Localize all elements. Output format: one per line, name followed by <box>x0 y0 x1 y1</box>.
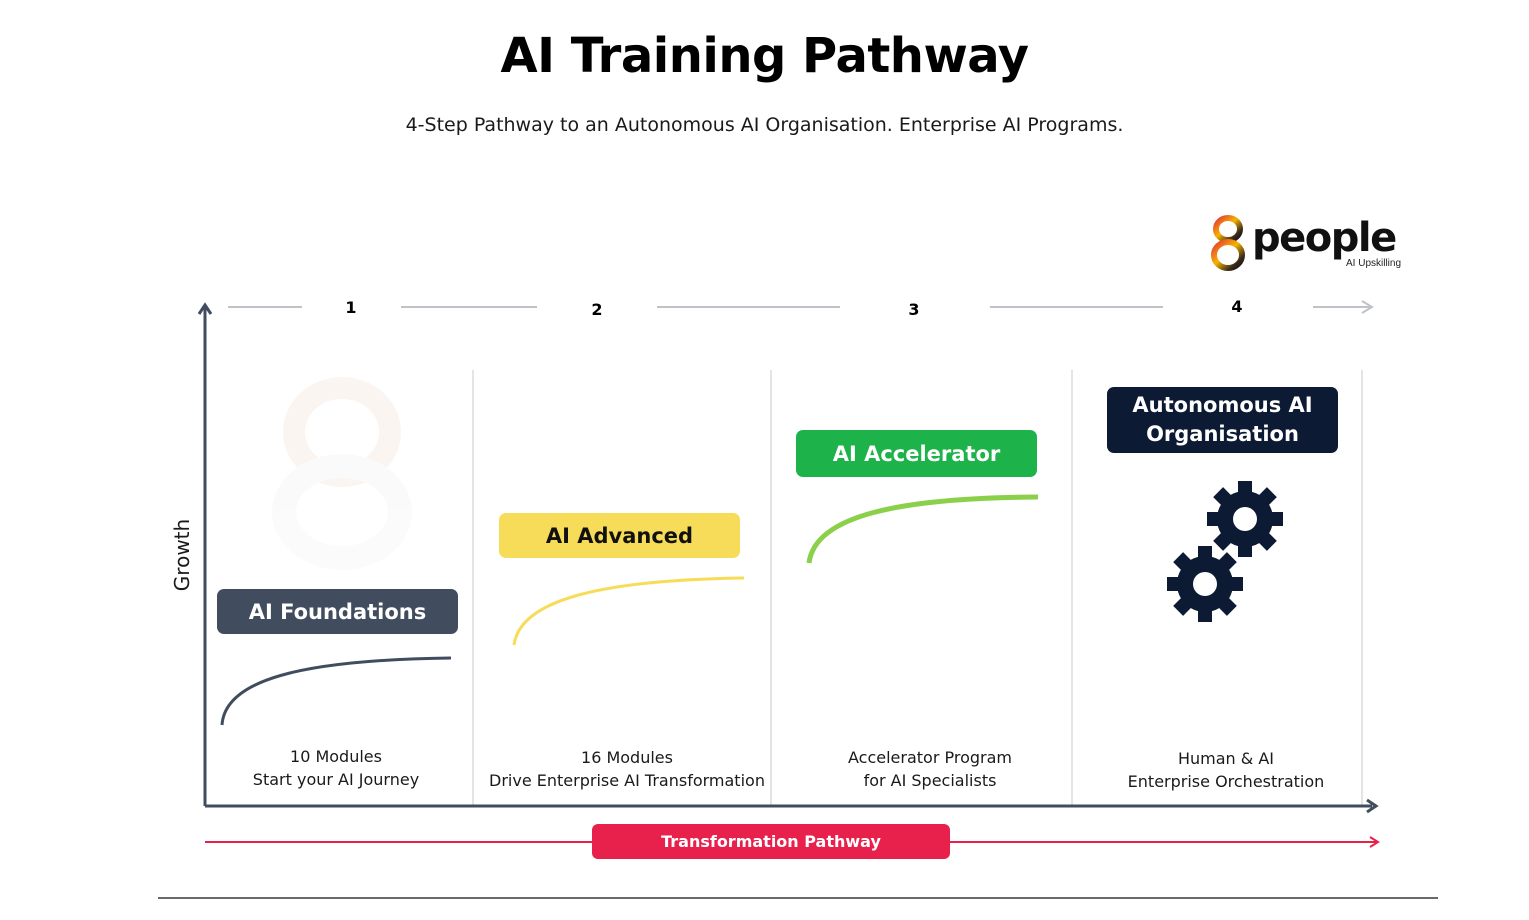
growth-curve-foundations <box>220 656 452 726</box>
logo-wordmark: people <box>1252 215 1397 261</box>
step-number-3: 3 <box>908 300 920 319</box>
page-subtitle: 4-Step Pathway to an Autonomous AI Organ… <box>405 114 1124 136</box>
watermark-eight-icon <box>272 377 412 570</box>
logo-tagline: AI Upskilling <box>1346 258 1402 269</box>
step-desc-line1: 16 Modules <box>581 748 673 767</box>
step-pill-advanced: AI Advanced <box>499 513 740 558</box>
step-desc-accelerator: Accelerator Program for AI Specialists <box>780 746 1080 792</box>
step-desc-line2: Enterprise Orchestration <box>1127 772 1325 791</box>
step-desc-foundations: 10 Modules Start your AI Journey <box>205 745 467 791</box>
step-pill-foundations: AI Foundations <box>217 589 458 634</box>
step-desc-line1: Human & AI <box>1177 749 1274 768</box>
step-pill-autonomous: Autonomous AI Organisation <box>1107 387 1338 453</box>
step-desc-line2: Drive Enterprise AI Transformation <box>489 771 765 790</box>
step-desc-autonomous: Human & AI Enterprise Orchestration <box>1085 747 1367 793</box>
transformation-pathway-pill: Transformation Pathway <box>592 824 950 859</box>
brand-logo: people AI Upskilling <box>1208 212 1408 274</box>
gears-icon <box>1167 481 1283 622</box>
step-desc-line2: Start your AI Journey <box>252 770 420 789</box>
growth-curve-accelerator <box>806 494 1039 564</box>
step-desc-advanced: 16 Modules Drive Enterprise AI Transform… <box>476 746 778 792</box>
step-desc-line1: 10 Modules <box>290 747 382 766</box>
step-pill-accelerator: AI Accelerator <box>796 430 1037 477</box>
growth-axis-label: Growth <box>170 518 194 592</box>
step-number-4: 4 <box>1231 297 1243 316</box>
page-title: AI Training Pathway <box>500 28 1029 84</box>
step-connector-lines <box>228 300 1374 314</box>
growth-curve-advanced <box>512 576 745 646</box>
eight-logo-icon <box>1211 215 1245 271</box>
growth-axes <box>197 302 1379 814</box>
step-desc-line2: for AI Specialists <box>863 771 997 790</box>
step-desc-line1: Accelerator Program <box>847 748 1012 767</box>
step-number-2: 2 <box>591 300 603 319</box>
column-dividers <box>472 370 1363 805</box>
step-number-1: 1 <box>345 298 357 317</box>
